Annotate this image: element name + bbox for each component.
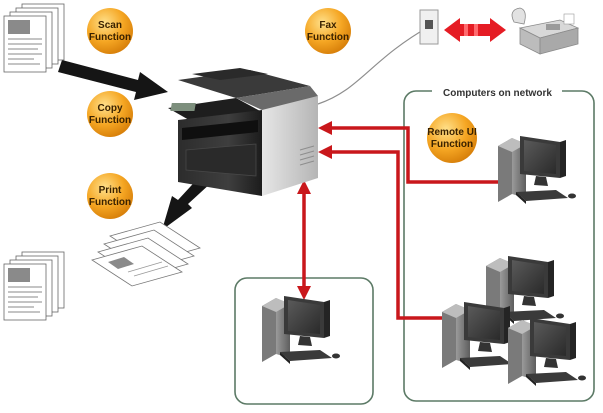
remote-ui-function-bubble: Remote UI Function (427, 113, 477, 163)
svg-text:Fax: Fax (319, 20, 337, 31)
computer-icon (508, 318, 586, 386)
phone-jack-icon (419, 9, 439, 45)
output-documents-icon (3, 251, 65, 321)
fax-link-arrow (444, 18, 506, 42)
network-connections (302, 126, 500, 320)
network-arrowheads (297, 121, 332, 300)
copy-function-bubble: Copy Function (87, 91, 133, 137)
svg-text:Function: Function (307, 32, 349, 43)
network-label: Computers on network (443, 88, 552, 99)
fax-machine-icon (511, 7, 580, 55)
scan-function-bubble: Scan Function (87, 8, 133, 54)
fax-function-bubble: Fax Function (305, 8, 351, 54)
svg-text:Copy: Copy (98, 103, 123, 114)
svg-text:Function: Function (89, 197, 131, 208)
svg-text:Remote UI: Remote UI (427, 127, 477, 138)
scan-documents-icon (3, 3, 65, 73)
phone-line (317, 25, 431, 105)
printed-pages-icon (91, 221, 201, 287)
svg-text:Function: Function (431, 139, 473, 150)
computer-icon (262, 296, 340, 364)
print-function-bubble: Print Function (87, 173, 133, 219)
print-arrow (162, 174, 212, 230)
svg-text:Function: Function (89, 115, 131, 126)
computer-icon (498, 136, 576, 204)
svg-text:Scan: Scan (98, 20, 122, 31)
svg-text:Print: Print (99, 185, 122, 196)
scan-arrow (58, 60, 168, 100)
svg-text:Function: Function (89, 32, 131, 43)
printer-icon (168, 68, 318, 196)
